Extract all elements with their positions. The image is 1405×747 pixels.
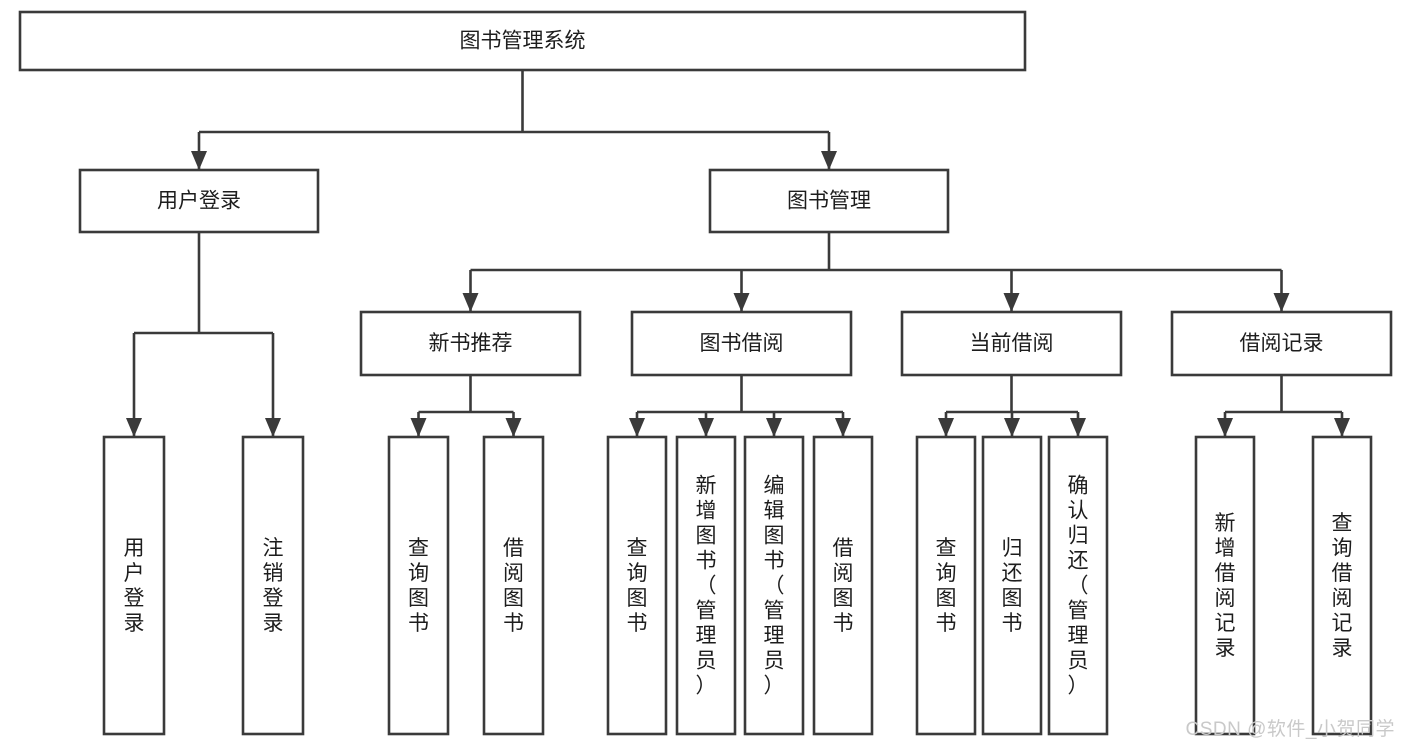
node-leaf-query-record[interactable]: 查询借阅记录 (1311, 435, 1373, 736)
node-borrow-record-box (1170, 310, 1393, 377)
book-manage-to-level2-arrow-1 (733, 293, 750, 312)
node-leaf-return-book-label: 归还图书 (1002, 537, 1023, 635)
node-new-book-rec[interactable]: 新书推荐 (359, 310, 582, 377)
node-leaf-borrow-book-1-label: 借阅图书 (503, 537, 524, 635)
node-leaf-add-record[interactable]: 新增借阅记录 (1194, 435, 1256, 736)
book-borrow-to-leaves-arrow-2 (766, 418, 782, 437)
node-leaf-add-record-box (1194, 435, 1256, 736)
node-leaf-query-book-3[interactable]: 查询图书 (915, 435, 977, 736)
root-to-level1-arrow-0 (191, 151, 207, 170)
user-login-to-leaves-arrow-1 (265, 418, 281, 437)
book-manage-to-level2-arrow-2 (1003, 293, 1020, 312)
connector-layer (126, 70, 1350, 437)
node-leaf-user-login-box (102, 435, 166, 736)
book-borrow-to-leaves-arrow-0 (629, 418, 645, 437)
node-leaf-borrow-book-1[interactable]: 借阅图书 (482, 435, 545, 736)
node-borrow-record-label: 借阅记录 (1240, 332, 1324, 355)
node-book-manage-label: 图书管理 (787, 190, 871, 213)
node-leaf-query-record-box (1311, 435, 1373, 736)
node-leaf-query-book-2[interactable]: 查询图书 (606, 435, 668, 736)
book-manage-to-level2-arrow-0 (462, 293, 479, 312)
node-leaf-user-logout-label: 注销登录 (263, 537, 284, 635)
node-leaf-edit-book-box (743, 435, 805, 736)
node-user-login[interactable]: 用户登录 (78, 168, 320, 234)
node-leaf-add-book[interactable]: 新增图书（管理员） (675, 435, 737, 736)
node-leaf-user-logout-box (241, 435, 305, 736)
borrow-record-to-leaves-arrow-1 (1334, 418, 1350, 437)
node-leaf-query-book-2-box (606, 435, 668, 736)
watermark-text: CSDN @软件_小贺同学 (1185, 719, 1395, 740)
node-leaf-add-record-label: 新增借阅记录 (1215, 512, 1236, 660)
node-current-borrow-box (900, 310, 1123, 377)
node-leaf-query-book-1[interactable]: 查询图书 (387, 435, 450, 736)
node-leaf-confirm-return-box (1047, 435, 1109, 736)
current-borrow-to-leaves-arrow-2 (1070, 418, 1086, 437)
node-leaf-borrow-book-2[interactable]: 借阅图书 (812, 435, 874, 736)
node-new-book-rec-box (359, 310, 582, 377)
node-leaf-borrow-book-2-label: 借阅图书 (833, 537, 854, 635)
node-leaf-return-book-box (981, 435, 1043, 736)
node-current-borrow-label: 当前借阅 (970, 332, 1054, 355)
node-leaf-user-login[interactable]: 用户登录 (102, 435, 166, 736)
node-leaf-borrow-book-2-box (812, 435, 874, 736)
node-leaf-query-book-2-label: 查询图书 (627, 537, 648, 635)
book-borrow-to-leaves-arrow-3 (835, 418, 851, 437)
node-leaf-user-logout[interactable]: 注销登录 (241, 435, 305, 736)
node-leaf-query-book-3-box (915, 435, 977, 736)
node-book-manage-box (708, 168, 950, 234)
node-leaf-user-login-label: 用户登录 (124, 537, 145, 635)
node-layer: 图书管理系统用户登录图书管理新书推荐图书借阅当前借阅借阅记录用户登录注销登录查询… (18, 10, 1393, 736)
current-borrow-to-leaves-arrow-0 (938, 418, 954, 437)
node-leaf-return-book[interactable]: 归还图书 (981, 435, 1043, 736)
node-root-system-box (18, 10, 1027, 72)
node-leaf-edit-book[interactable]: 编辑图书（管理员） (743, 435, 805, 736)
node-new-book-rec-label: 新书推荐 (429, 332, 513, 355)
node-book-borrow[interactable]: 图书借阅 (630, 310, 853, 377)
node-borrow-record[interactable]: 借阅记录 (1170, 310, 1393, 377)
borrow-record-to-leaves-arrow-0 (1217, 418, 1233, 437)
book-borrow-to-leaves-arrow-1 (698, 418, 714, 437)
user-login-to-leaves-arrow-0 (126, 418, 142, 437)
node-leaf-query-record-label: 查询借阅记录 (1332, 512, 1353, 660)
node-book-borrow-label: 图书借阅 (700, 332, 784, 355)
node-user-login-label: 用户登录 (157, 190, 241, 213)
node-leaf-add-book-box (675, 435, 737, 736)
node-book-manage[interactable]: 图书管理 (708, 168, 950, 234)
node-root-system-label: 图书管理系统 (460, 30, 586, 53)
book-manage-to-level2-arrow-3 (1273, 293, 1290, 312)
node-leaf-edit-book-label: 编辑图书（管理员） (764, 475, 785, 698)
node-leaf-query-book-1-label: 查询图书 (408, 537, 429, 635)
node-leaf-confirm-return-label: 确认归还（管理员） (1068, 475, 1089, 698)
new-book-rec-to-leaves-arrow-1 (505, 418, 522, 437)
node-user-login-box (78, 168, 320, 234)
current-borrow-to-leaves-arrow-1 (1004, 418, 1020, 437)
node-current-borrow[interactable]: 当前借阅 (900, 310, 1123, 377)
node-leaf-query-book-1-box (387, 435, 450, 736)
node-leaf-borrow-book-1-box (482, 435, 545, 736)
node-root-system[interactable]: 图书管理系统 (18, 10, 1027, 72)
node-book-borrow-box (630, 310, 853, 377)
root-to-level1-arrow-1 (821, 151, 837, 170)
node-leaf-confirm-return[interactable]: 确认归还（管理员） (1047, 435, 1109, 736)
new-book-rec-to-leaves-arrow-0 (410, 418, 427, 437)
node-leaf-add-book-label: 新增图书（管理员） (696, 475, 717, 698)
node-leaf-query-book-3-label: 查询图书 (936, 537, 957, 635)
